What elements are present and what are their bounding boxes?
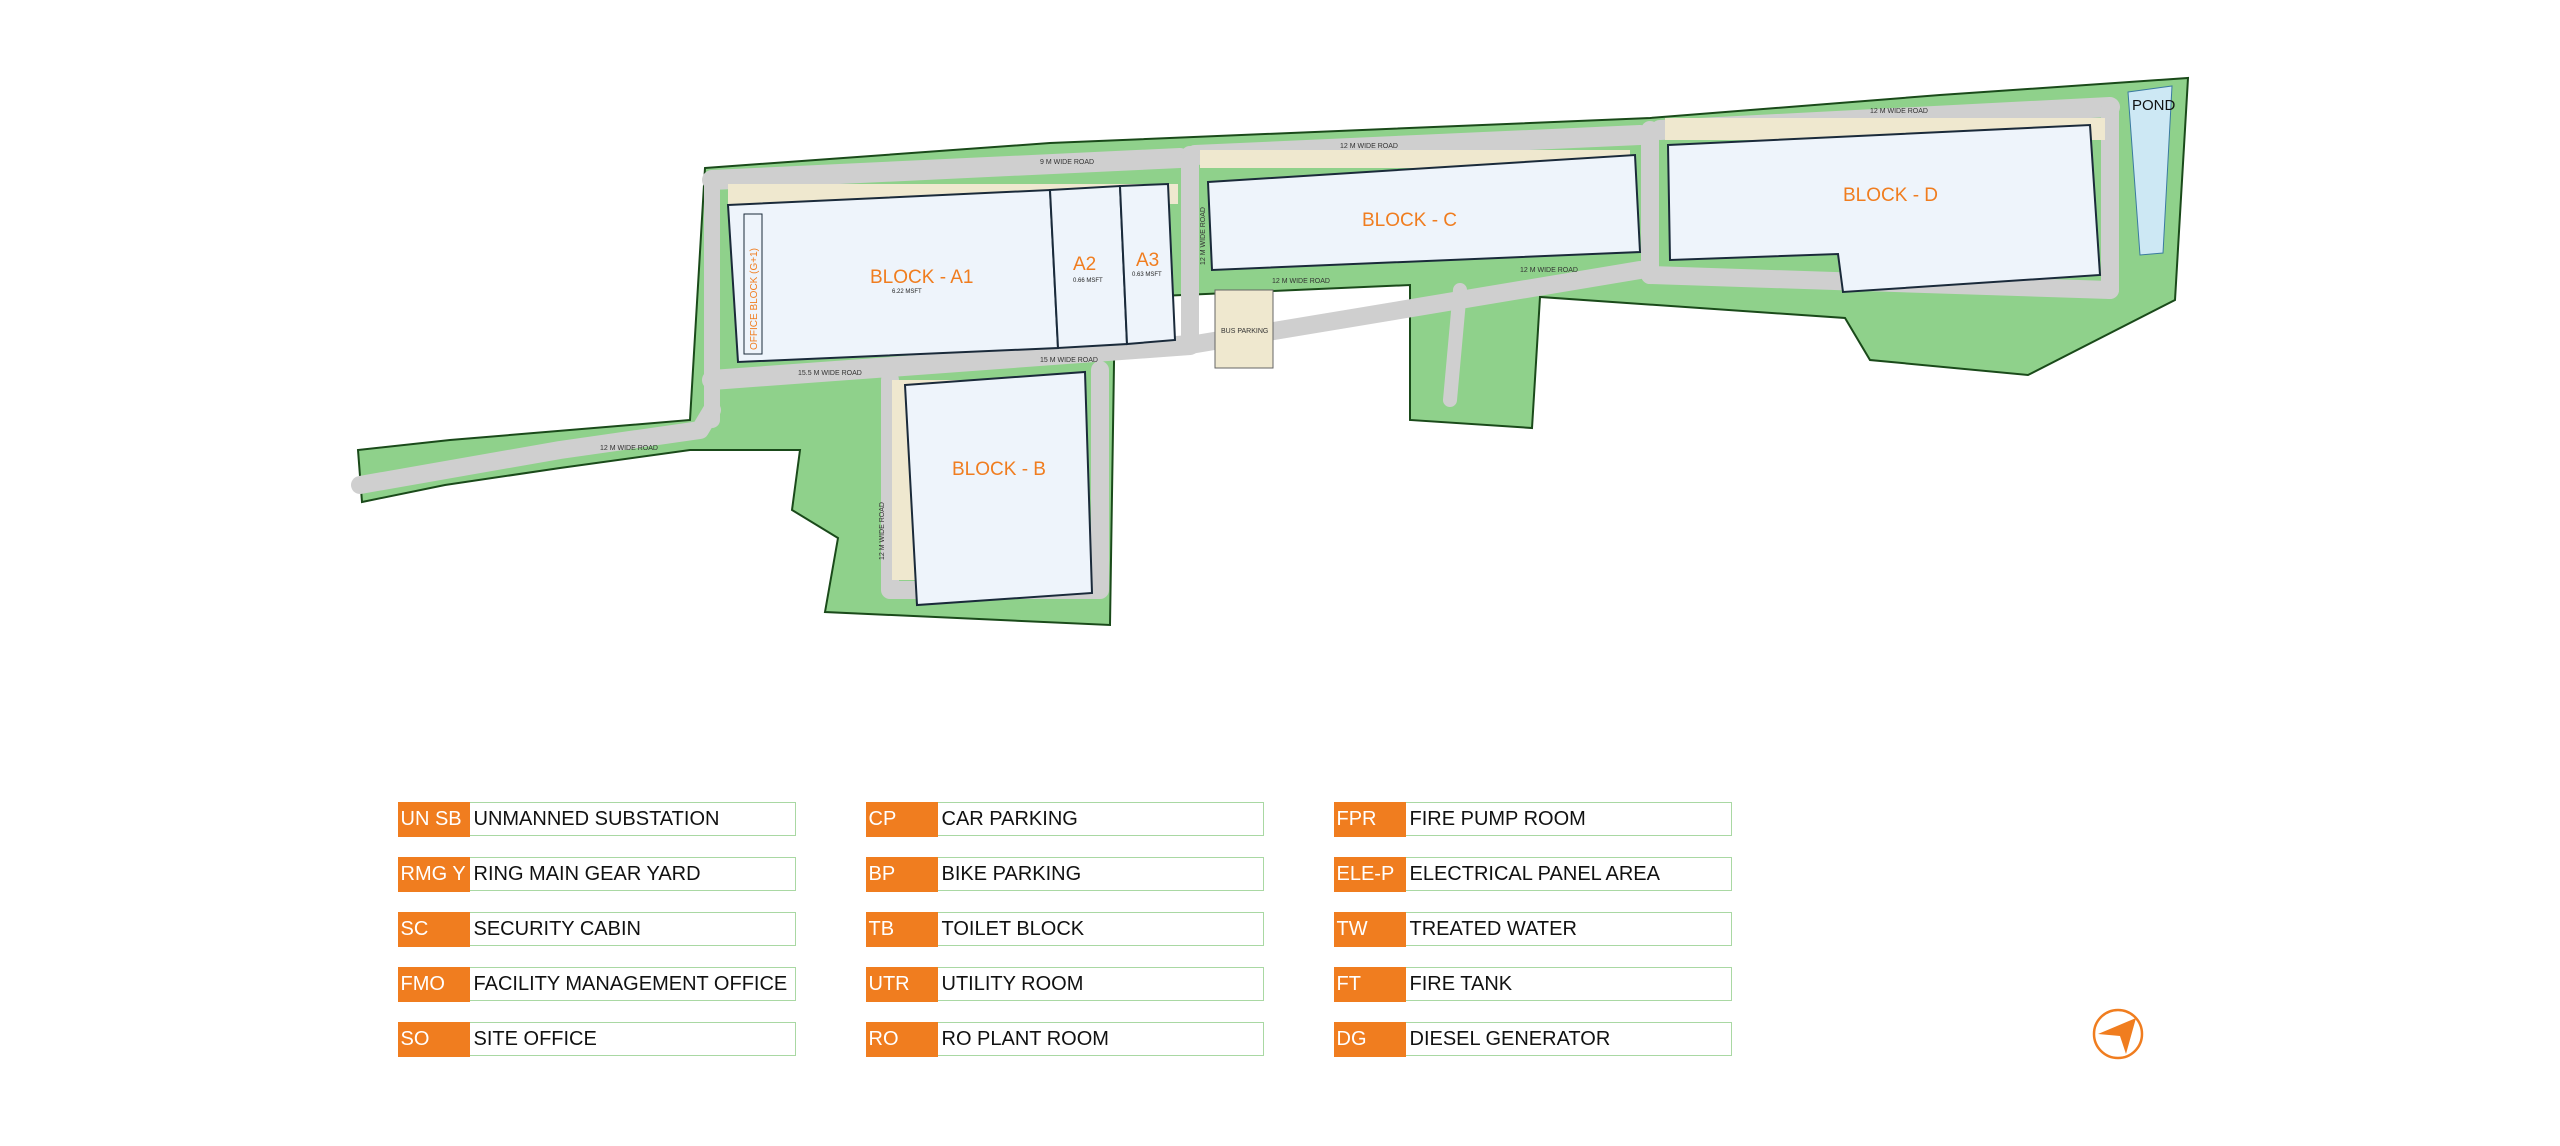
legend-name: RING MAIN GEAR YARD xyxy=(473,862,701,885)
road-south-a xyxy=(702,335,1200,390)
road-north-a xyxy=(702,148,1190,190)
legend-name: DIESEL GENERATOR xyxy=(1409,1027,1611,1050)
road-label-c-south: 12 M WIDE ROAD xyxy=(1272,278,1330,285)
block-d-label: BLOCK - D xyxy=(1843,185,1938,206)
legend-code: TW xyxy=(1333,911,1406,947)
legend-code: FMO xyxy=(397,966,470,1002)
road-label-d-south: 12 M WIDE ROAD xyxy=(1520,267,1578,274)
block-a1-area: 6.22 MSFT xyxy=(892,289,922,295)
legend-code: BP xyxy=(865,856,938,892)
road-label-c-west: 12 M WIDE ROAD xyxy=(1200,207,1207,265)
legend-code: SO xyxy=(397,1021,470,1057)
road-label-north-d: 12 M WIDE ROAD xyxy=(1870,108,1928,115)
bus-parking-label: BUS PARKING xyxy=(1221,328,1268,335)
legend-code: DG xyxy=(1333,1021,1406,1057)
block-a3[interactable] xyxy=(1118,182,1177,346)
legend-code: UTR xyxy=(865,966,938,1002)
block-a2-label: A2 xyxy=(1073,254,1096,275)
legend-code: CP xyxy=(865,801,938,837)
block-a3-label: A3 xyxy=(1136,250,1159,271)
legend-name: TREATED WATER xyxy=(1409,917,1577,940)
legend-name: RO PLANT ROOM xyxy=(941,1027,1109,1050)
block-b[interactable] xyxy=(903,370,1094,607)
legend-name: FIRE TANK xyxy=(1409,972,1513,995)
bus-parking-area[interactable] xyxy=(1214,289,1274,369)
legend-code: TB xyxy=(865,911,938,947)
legend-name: BIKE PARKING xyxy=(941,862,1082,885)
block-c-label: BLOCK - C xyxy=(1362,210,1457,231)
legend-name: SECURITY CABIN xyxy=(473,917,641,940)
legend-name: FACILITY MANAGEMENT OFFICE xyxy=(473,972,788,995)
legend-name: ELECTRICAL PANEL AREA xyxy=(1409,862,1660,885)
office-block[interactable] xyxy=(743,213,763,355)
block-a1-label: BLOCK - A1 xyxy=(870,267,974,288)
legend-name: FIRE PUMP ROOM xyxy=(1409,807,1586,830)
road-entry xyxy=(351,401,721,494)
legend-name: TOILET BLOCK xyxy=(941,917,1085,940)
block-b-label: BLOCK - B xyxy=(952,459,1046,480)
block-c[interactable] xyxy=(1206,153,1642,272)
pond[interactable] xyxy=(2127,85,2173,256)
legend-code: UN SB xyxy=(397,801,470,837)
legend-name: SITE OFFICE xyxy=(473,1027,597,1050)
legend-code: FT xyxy=(1333,966,1406,1002)
legend-code: ELE-P xyxy=(1333,856,1406,892)
road-label-west: 15.5 M WIDE ROAD xyxy=(798,370,862,377)
road-label-a-south: 15 M WIDE ROAD xyxy=(1040,357,1098,364)
block-a2-area: 0.66 MSFT xyxy=(1073,278,1103,284)
legend-code: RMG Y xyxy=(397,856,470,892)
block-a3-area: 0.63 MSFT xyxy=(1132,272,1162,278)
pond-label: POND xyxy=(2132,97,2176,114)
road-label-b-west: 12 M WIDE ROAD xyxy=(879,502,886,560)
legend-name: UNMANNED SUBSTATION xyxy=(473,807,720,830)
road-ft xyxy=(1443,283,1467,407)
legend-name: CAR PARKING xyxy=(941,807,1078,830)
compass-arrow-icon xyxy=(2092,1008,2144,1060)
office-block-label: OFFICE BLOCK (G+1) xyxy=(749,248,760,350)
legend-code: SC xyxy=(397,911,470,947)
road-label-9m: 9 M WIDE ROAD xyxy=(1040,159,1094,166)
legend-code: RO xyxy=(865,1021,938,1057)
block-d[interactable] xyxy=(1666,123,2102,294)
road-label-north-c: 12 M WIDE ROAD xyxy=(1340,143,1398,150)
legend-code: FPR xyxy=(1333,801,1406,837)
road-label-entry: 12 M WIDE ROAD xyxy=(600,445,658,452)
legend-name: UTILITY ROOM xyxy=(941,972,1084,995)
